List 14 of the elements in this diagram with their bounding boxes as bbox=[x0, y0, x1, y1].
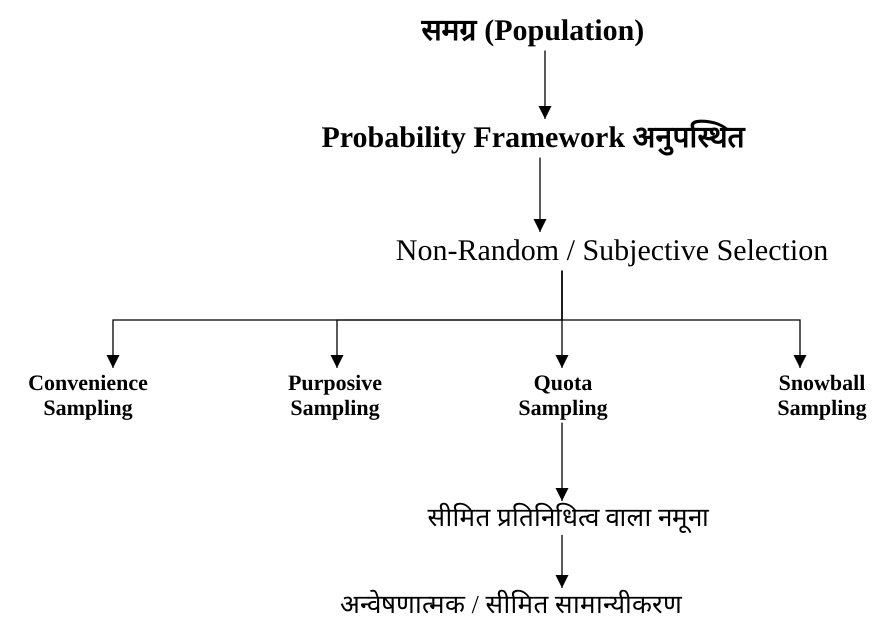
step-text: सीमित प्रतिनिधित्व वाला नमूना bbox=[427, 503, 709, 533]
step-text: अन्वेषणात्मक / सीमित सामान्यीकरण bbox=[340, 590, 682, 620]
step-text: Non-Random / Subjective Selection bbox=[396, 234, 828, 268]
method-label: Convenience Sampling bbox=[8, 370, 168, 421]
arrow bbox=[556, 534, 568, 588]
arrow bbox=[556, 422, 568, 501]
method-label: Snowball Sampling bbox=[762, 370, 882, 421]
heading-text: समग्र (Population) bbox=[422, 14, 644, 48]
arrow bbox=[534, 158, 546, 232]
step-text: Probability Framework अनुपस्थित bbox=[321, 121, 745, 156]
arrow bbox=[538, 50, 552, 119]
method-label: Quota Sampling bbox=[508, 370, 618, 421]
arrow bbox=[561, 270, 806, 368]
method-label: Purposive Sampling bbox=[270, 370, 400, 421]
